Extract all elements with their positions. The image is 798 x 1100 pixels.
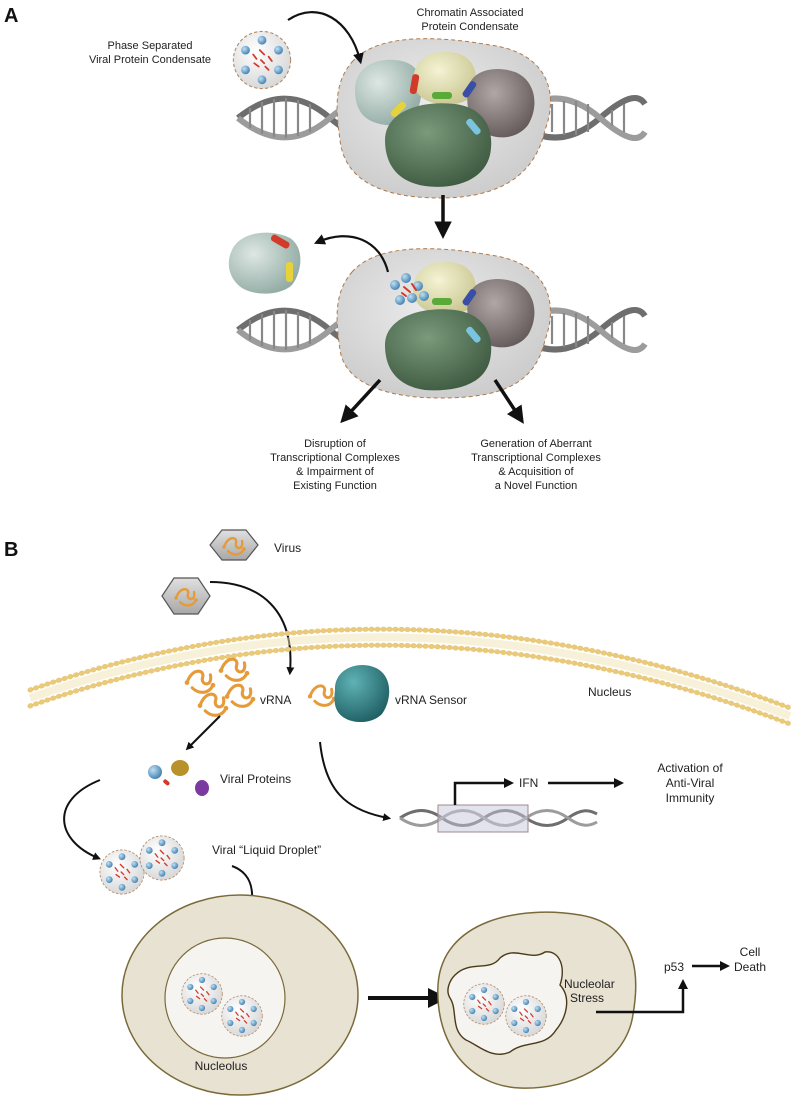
liquid-droplet-label: Viral “Liquid Droplet” xyxy=(212,843,321,857)
vrna-cluster xyxy=(183,657,257,717)
nuclear-membrane xyxy=(27,626,793,727)
panel-b-letter: B xyxy=(4,539,18,561)
nucleus-label: Nucleus xyxy=(588,685,631,699)
arrow-ifn-transcription xyxy=(453,778,514,805)
virus-label: Virus xyxy=(274,541,301,555)
viral-proteins xyxy=(148,760,209,796)
cell-death-line-1: Cell xyxy=(740,945,761,959)
generation-line-4: a Novel Function xyxy=(495,480,578,492)
arrow-virus-entry xyxy=(209,581,295,676)
vrna-sensor-label: vRNA Sensor xyxy=(395,693,467,707)
chromatin-condensate-bottom xyxy=(336,248,551,399)
nucleolus-label: Nucleolus xyxy=(195,1059,248,1073)
chromatin-label-2: Protein Condensate xyxy=(421,21,518,33)
ifn-label: IFN xyxy=(519,776,538,790)
displaced-protein xyxy=(228,232,301,294)
vrna-label: vRNA xyxy=(260,693,291,707)
generation-line-1: Generation of Aberrant xyxy=(480,438,591,450)
activation-line-3: Immunity xyxy=(666,791,715,805)
arrow-stress-to-p53 xyxy=(596,979,688,1014)
phase-label-1: Phase Separated xyxy=(107,40,192,52)
arrow-proteins-to-droplets xyxy=(63,779,101,860)
virus-2 xyxy=(161,577,211,615)
arrow-sensor-to-dna xyxy=(319,741,392,822)
disruption-line-4: Existing Function xyxy=(293,480,377,492)
cell-right xyxy=(437,911,637,1089)
ifn-gene xyxy=(399,804,598,833)
generation-label: Generation of Aberrant Transcriptional C… xyxy=(471,438,601,492)
arrow-disruption xyxy=(340,378,382,424)
arrow-displacement xyxy=(313,234,390,273)
chromatin-condensate-top xyxy=(336,38,551,199)
viral-proteins-label: Viral Proteins xyxy=(220,772,291,786)
disruption-line-3: & Impairment of xyxy=(296,466,375,478)
panel-a-letter: A xyxy=(4,5,18,27)
arrow-vrna-to-proteins xyxy=(185,715,221,751)
arrow-generation xyxy=(493,379,524,424)
generation-line-3: & Acquisition of xyxy=(498,466,574,478)
activation-line-2: Anti-Viral xyxy=(666,776,714,790)
cell-left xyxy=(121,894,359,1096)
disruption-line-1: Disruption of xyxy=(304,438,367,450)
generation-line-2: Transcriptional Complexes xyxy=(471,452,601,464)
chromatin-label-1: Chromatin Associated xyxy=(417,7,524,19)
vrna-sensor xyxy=(306,664,390,723)
viral-condensate xyxy=(232,30,292,90)
virus-1 xyxy=(209,529,259,561)
disruption-line-2: Transcriptional Complexes xyxy=(270,452,400,464)
disruption-label: Disruption of Transcriptional Complexes … xyxy=(270,438,400,492)
p53-label: p53 xyxy=(664,960,684,974)
liquid-droplets xyxy=(99,835,185,895)
nucleolar-stress-line-2: Stress xyxy=(570,991,604,1005)
activation-line-1: Activation of xyxy=(657,761,723,775)
cell-death-line-2: Death xyxy=(734,960,766,974)
nucleolar-stress-line-1: Nucleolar xyxy=(564,977,615,991)
arrow-condensate-to-chromatin xyxy=(287,11,364,65)
phase-label-2: Viral Protein Condensate xyxy=(89,54,211,66)
